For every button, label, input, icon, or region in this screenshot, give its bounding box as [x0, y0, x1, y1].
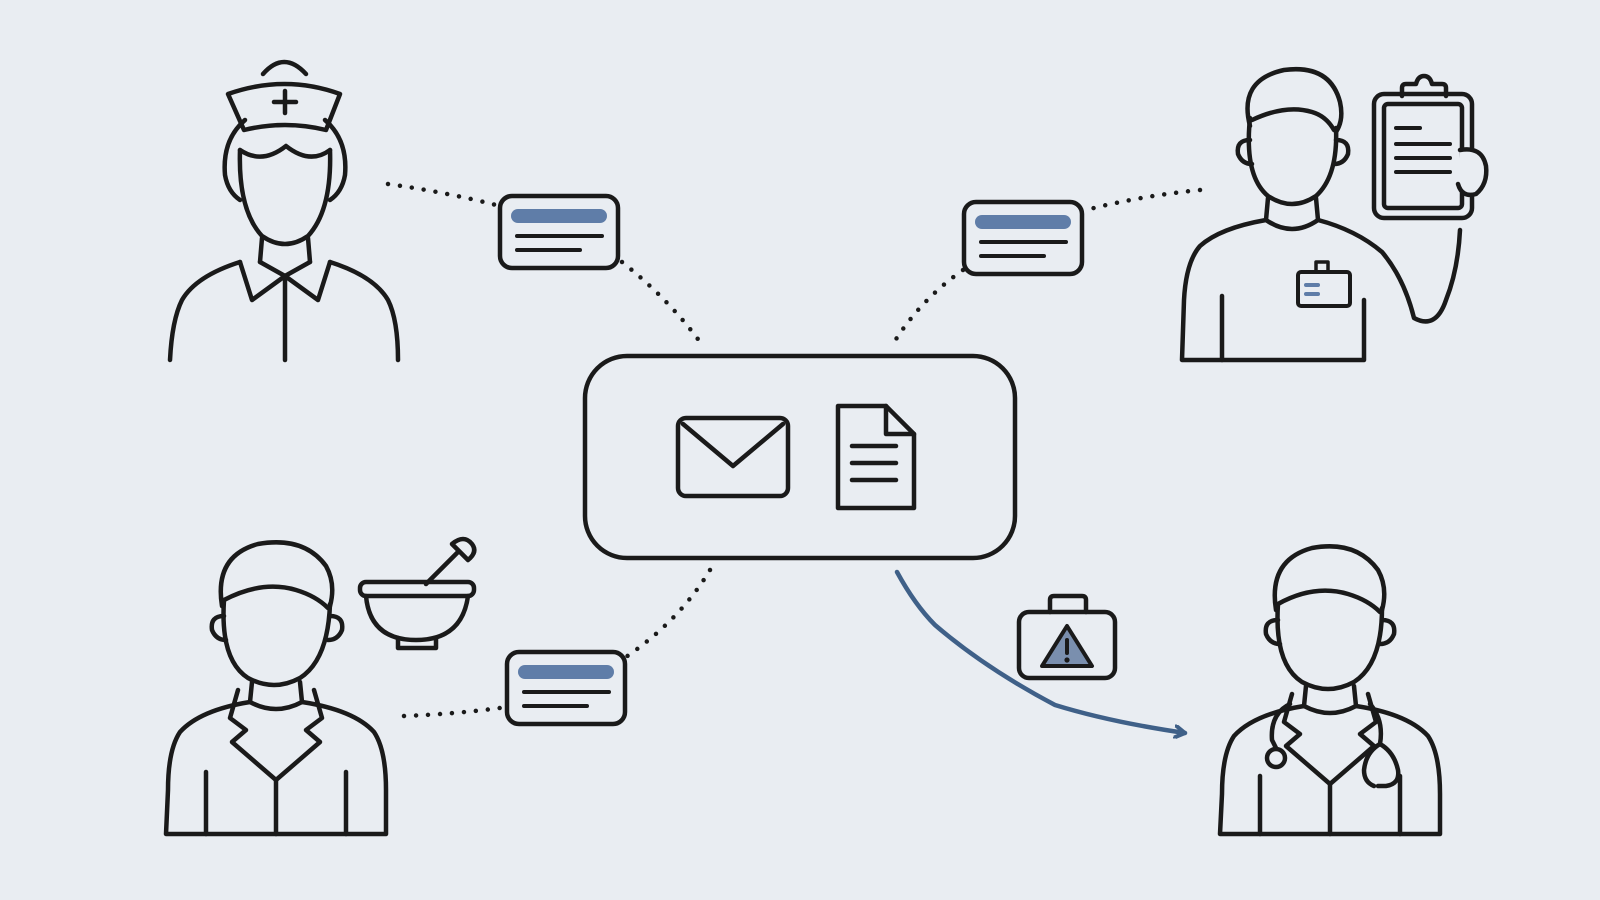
connector-staff-to-card: [1083, 187, 1203, 213]
envelope-icon: [675, 415, 791, 499]
connector-card-to-hub-staff: [890, 267, 966, 347]
mortar-pestle-icon: [357, 536, 477, 651]
connector-card-to-hub-nurse: [619, 259, 706, 349]
warning-icon: [1040, 624, 1094, 668]
nurse-figure: [167, 59, 401, 363]
nurse-cap-icon: [225, 59, 343, 133]
message-card-nurse: [497, 193, 621, 271]
connector-nurse-to-card: [385, 181, 499, 208]
message-card-staff: [961, 199, 1085, 277]
staff-member-figure: [1179, 66, 1489, 363]
clipboard-icon: [1371, 73, 1475, 221]
document-icon: [835, 403, 917, 511]
physician-figure: [1217, 544, 1443, 837]
connector-hub-to-card-pharmacist: [623, 567, 713, 660]
connector-pharmacist-to-card: [401, 705, 503, 719]
alert-arrow: [894, 569, 1188, 733]
pharmacist-figure: [163, 536, 477, 837]
card-header-bar: [511, 209, 607, 223]
cross-icon: [271, 88, 299, 116]
connector-lines: [385, 181, 1203, 719]
message-card-pharmacist: [504, 649, 628, 727]
stethoscope-icon: [1264, 701, 1401, 789]
card-header-bar: [975, 215, 1071, 229]
alert-case: [1016, 593, 1118, 681]
card-header-bar: [518, 665, 614, 679]
id-badge-icon: [1296, 260, 1352, 308]
central-hub: [582, 353, 1018, 561]
